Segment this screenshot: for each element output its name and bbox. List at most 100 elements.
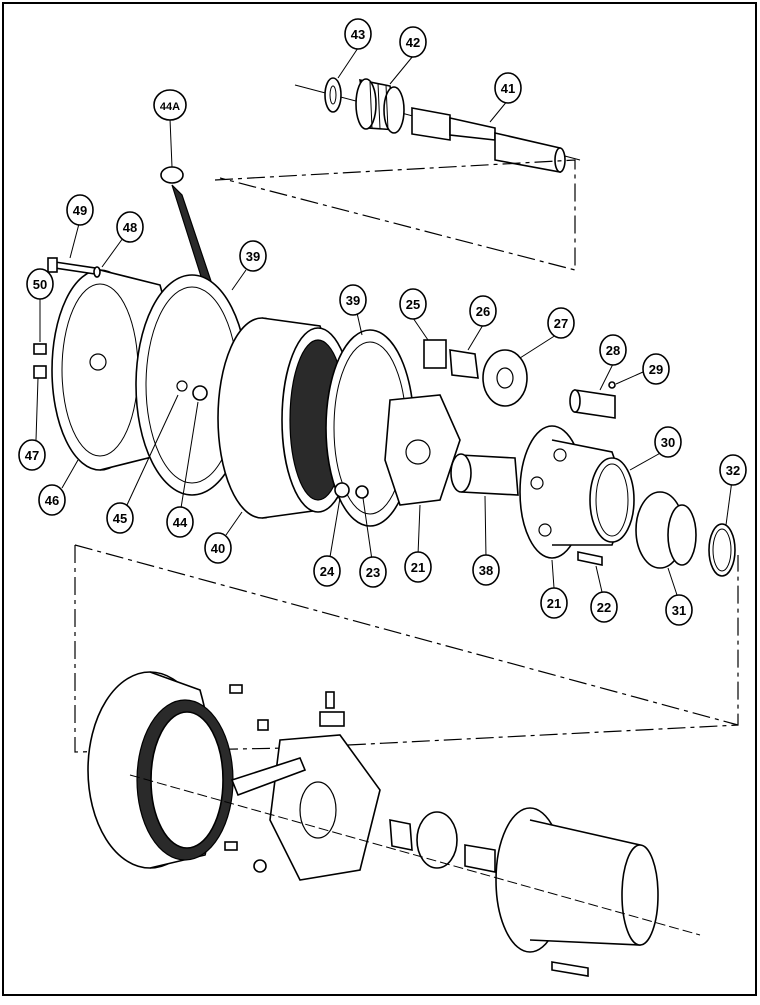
callout-39a-label: 39	[246, 249, 260, 264]
callout-28: 28	[599, 334, 627, 366]
retainer-ring-30-inner	[595, 463, 629, 537]
assembled-bolt-top	[325, 691, 335, 709]
bolt-49	[47, 257, 96, 275]
assembled-screw	[229, 684, 243, 694]
hub-bolt-hole	[553, 448, 567, 462]
assembled-bracket	[230, 757, 307, 797]
leader-38	[484, 495, 487, 559]
callout-31: 31	[665, 594, 693, 626]
assembled-bearing	[389, 819, 413, 851]
leader-47	[35, 377, 39, 441]
bolt-49-shank	[54, 261, 96, 275]
leader-45	[126, 394, 179, 506]
planet-gear-27-bore	[496, 367, 514, 389]
plug-44	[192, 385, 208, 401]
callout-26-label: 26	[476, 304, 490, 319]
snap-ring-32	[708, 523, 736, 577]
carrier-center-hole	[405, 439, 431, 465]
plug-44a-group	[160, 166, 215, 293]
callout-47: 47	[18, 439, 46, 471]
gear-42-tooth	[369, 81, 373, 129]
leader-26	[467, 324, 484, 351]
callout-24: 24	[313, 555, 341, 587]
plug-47	[33, 365, 47, 379]
end-cover-46-center-hole	[89, 353, 107, 371]
snap-ring-43	[324, 77, 342, 113]
planet-pin-28	[574, 389, 616, 419]
callout-39b: 39	[339, 284, 367, 316]
callout-41: 41	[494, 72, 522, 104]
retainer-ring-30	[589, 457, 635, 543]
bolt-22	[577, 551, 603, 566]
callout-29-label: 29	[649, 362, 663, 377]
callout-42-label: 42	[406, 35, 420, 50]
snap-ring-43-inner	[329, 85, 337, 105]
alignment-path-top	[214, 159, 576, 271]
callout-21b-label: 21	[547, 596, 561, 611]
callout-40: 40	[204, 532, 232, 564]
assembled-nut	[253, 859, 267, 873]
leader-21a	[417, 504, 421, 556]
callout-21a: 21	[404, 551, 432, 583]
callout-48: 48	[116, 211, 144, 243]
bolt-49-head	[47, 257, 58, 273]
planet-carrier-21	[384, 339, 461, 506]
callout-21a-label: 21	[411, 560, 425, 575]
callout-44-label: 44	[173, 515, 188, 530]
hub-bolt-hole	[538, 523, 552, 537]
assembled-centerline	[129, 774, 701, 936]
assembled-planet-gear	[416, 811, 458, 869]
callout-21b: 21	[540, 587, 568, 619]
assembled-clip	[319, 711, 345, 727]
coupler-38-face	[450, 453, 472, 493]
gear-42-tooth	[377, 82, 381, 130]
leader-25	[412, 317, 429, 341]
sun-gear-42-back	[383, 86, 405, 134]
pin-28-end	[569, 389, 581, 413]
gear-42-tooth	[385, 84, 389, 131]
callout-38: 38	[472, 554, 500, 586]
assembled-screw-lower	[224, 841, 238, 851]
gear-31-back	[667, 504, 697, 566]
shaft-41-spline	[411, 107, 451, 141]
callout-49-label: 49	[73, 203, 87, 218]
callout-46: 46	[38, 484, 66, 516]
callout-27-label: 27	[554, 316, 568, 331]
nut-24	[334, 482, 350, 498]
callout-31-label: 31	[672, 603, 686, 618]
leader-23	[362, 497, 373, 561]
leader-44a	[169, 118, 173, 168]
leader-24	[329, 497, 341, 558]
callout-24-label: 24	[320, 564, 335, 579]
leader-49	[69, 219, 81, 259]
leader-39a	[231, 269, 247, 291]
callout-bubbles: 43 42 41 44A 49 48 39 50 47 46 45 44 40 …	[18, 18, 747, 626]
callout-25: 25	[399, 288, 427, 320]
alignment-path-diagonal	[74, 544, 739, 726]
callout-32: 32	[719, 454, 747, 486]
callout-30-label: 30	[661, 435, 675, 450]
callout-49: 49	[66, 194, 94, 226]
callout-26: 26	[469, 295, 497, 327]
leader-41	[489, 99, 509, 123]
callout-40-label: 40	[211, 541, 225, 556]
thrust-washer-25	[423, 339, 447, 369]
callout-30: 30	[654, 426, 682, 458]
leader-27	[519, 334, 557, 359]
washer-23	[355, 485, 369, 499]
callout-42: 42	[399, 26, 427, 58]
assembled-pin	[464, 844, 496, 873]
callout-45-label: 45	[113, 511, 127, 526]
leader-40	[225, 511, 243, 536]
callout-45: 45	[106, 502, 134, 534]
callout-44a-label: 44A	[160, 101, 180, 113]
assembled-carrier-bore	[299, 781, 337, 839]
leader-29	[615, 371, 644, 385]
callout-48-label: 48	[123, 220, 137, 235]
callout-43-label: 43	[351, 27, 365, 42]
callout-44a: 44A	[153, 89, 187, 121]
leader-48	[101, 237, 124, 268]
leader-39b	[356, 312, 363, 336]
